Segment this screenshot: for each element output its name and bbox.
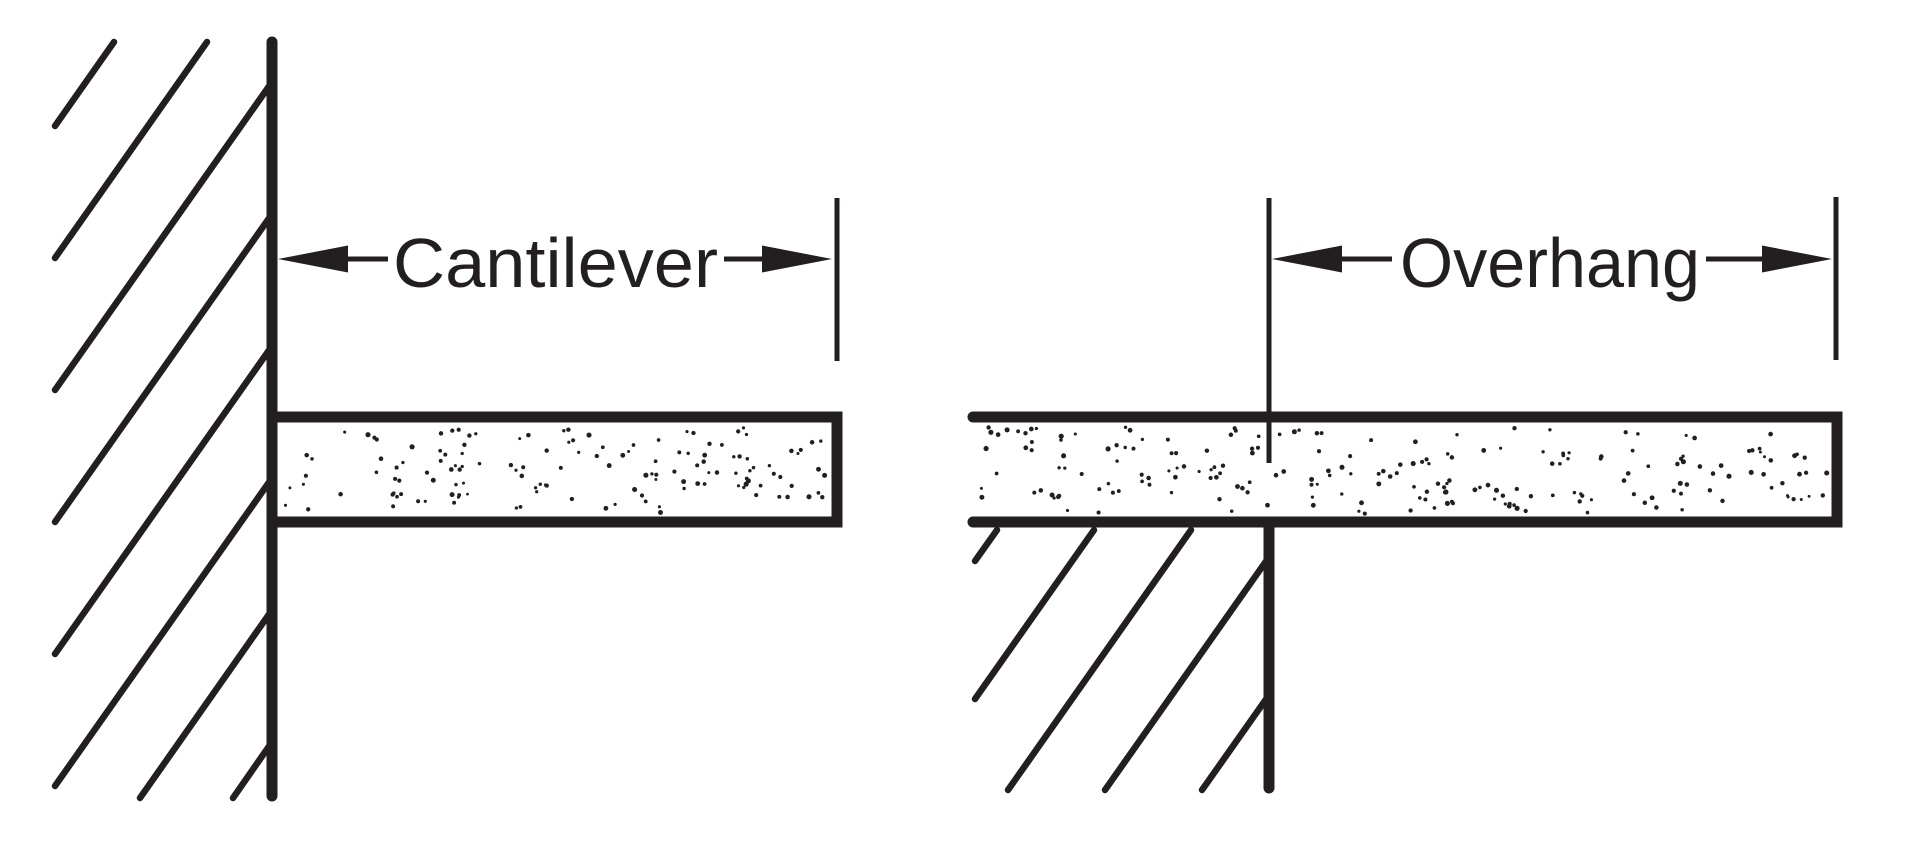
left-wall-hatch (51, 38, 276, 802)
overhang-dimension: Overhang (1272, 224, 1832, 302)
cantilever-slab-stipple (283, 426, 828, 515)
overhang-slab (967, 411, 1843, 528)
right-wall-hatch (971, 526, 1273, 794)
overhang-slab-stipple (979, 425, 1835, 516)
cantilever-slab (272, 411, 843, 528)
cantilever-figure: Cantilever (51, 36, 843, 802)
overhang-label: Overhang (1400, 224, 1700, 302)
cantilever-label: Cantilever (393, 224, 718, 302)
overhang-figure: Overhang (967, 197, 1843, 794)
dimension-arrow-left-icon (1272, 245, 1342, 273)
dimension-arrow-right-icon (762, 245, 832, 273)
dimension-arrow-left-icon (278, 245, 348, 273)
cantilever-dimension: Cantilever (278, 224, 832, 302)
dimension-arrow-right-icon (1762, 245, 1832, 273)
